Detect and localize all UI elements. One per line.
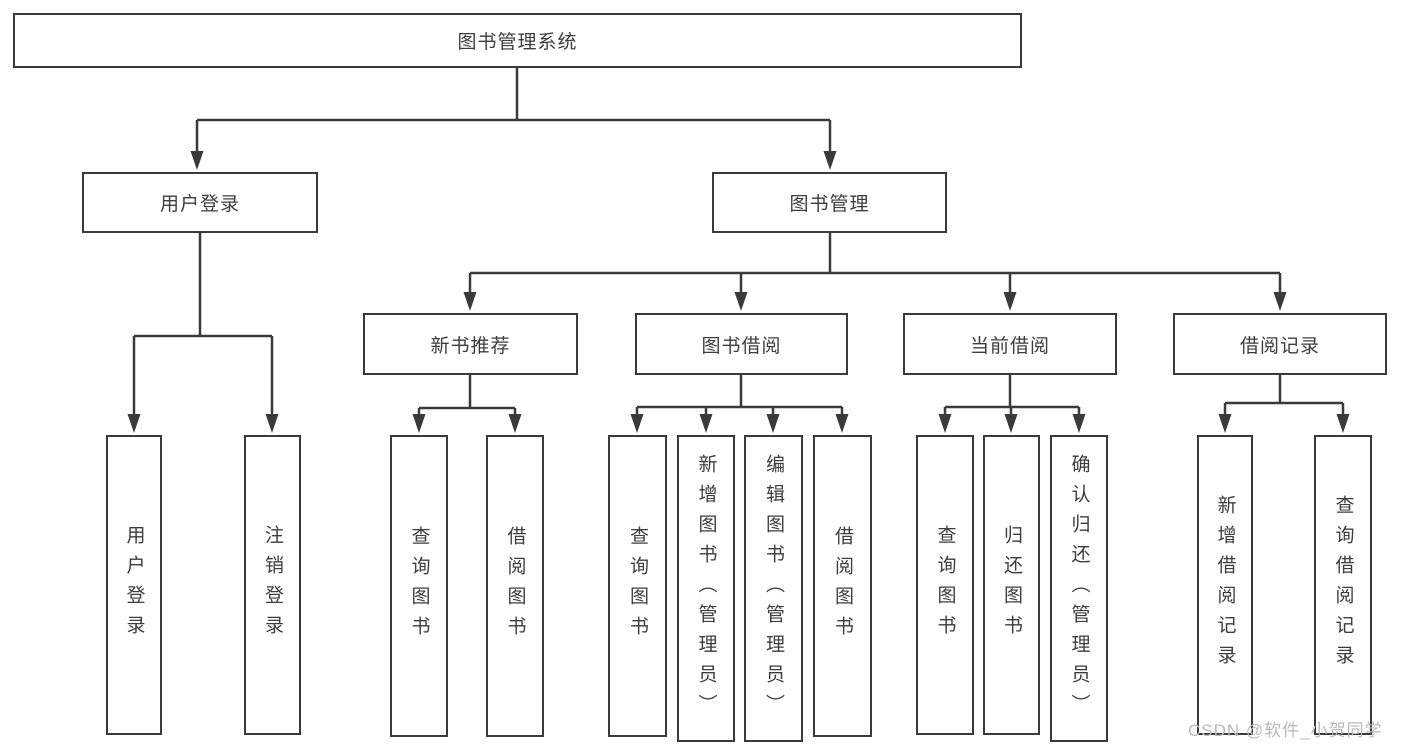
leaf-current-query-label: 查询图书 <box>934 525 956 645</box>
leaf-records-add: 新增借阅记录 <box>1197 435 1253 735</box>
node-root-system: 图书管理系统 <box>13 13 1022 68</box>
leaf-records-add-label: 新增借阅记录 <box>1214 495 1236 675</box>
leaf-borrowing-borrow: 借阅图书 <box>813 435 872 737</box>
leaf-borrowing-edit-admin: 编辑图书（管理员） <box>744 435 803 742</box>
leaf-logout: 注销登录 <box>244 435 301 735</box>
leaf-newbooks-borrow: 借阅图书 <box>486 435 544 737</box>
leaf-borrowing-edit-admin-label: 编辑图书（管理员） <box>763 453 784 724</box>
leaf-current-confirm-return-admin: 确认归还（管理员） <box>1050 435 1108 742</box>
leaf-current-query: 查询图书 <box>916 435 974 735</box>
leaf-current-return: 归还图书 <box>983 435 1040 735</box>
watermark-text: CSDN @软件_小贺同学 <box>1188 721 1383 740</box>
leaf-records-query-label: 查询借阅记录 <box>1332 495 1354 675</box>
leaf-logout-label: 注销登录 <box>262 525 283 645</box>
node-borrowing-records: 借阅记录 <box>1173 313 1387 375</box>
leaf-current-confirm-return-admin-label: 确认归还（管理员） <box>1068 453 1090 724</box>
node-current-borrowing: 当前借阅 <box>903 313 1117 375</box>
node-user-login: 用户登录 <box>82 172 318 233</box>
leaf-borrowing-borrow-label: 借阅图书 <box>832 526 853 646</box>
leaf-borrowing-add-admin-label: 新增图书（管理员） <box>695 453 717 724</box>
leaf-newbooks-borrow-label: 借阅图书 <box>504 526 526 646</box>
node-book-borrowing: 图书借阅 <box>635 313 848 375</box>
leaf-user-login-label: 用户登录 <box>123 525 145 645</box>
leaf-records-query: 查询借阅记录 <box>1314 435 1372 735</box>
leaf-borrowing-query-label: 查询图书 <box>627 526 648 646</box>
node-book-management: 图书管理 <box>712 172 947 233</box>
node-new-book-recommend: 新书推荐 <box>363 313 578 375</box>
leaf-borrowing-add-admin: 新增图书（管理员） <box>677 435 735 742</box>
leaf-user-login: 用户登录 <box>106 435 162 735</box>
leaf-current-return-label: 归还图书 <box>1001 525 1022 645</box>
leaf-newbooks-query: 查询图书 <box>390 435 448 737</box>
leaf-newbooks-query-label: 查询图书 <box>408 526 430 646</box>
leaf-borrowing-query: 查询图书 <box>608 435 667 737</box>
